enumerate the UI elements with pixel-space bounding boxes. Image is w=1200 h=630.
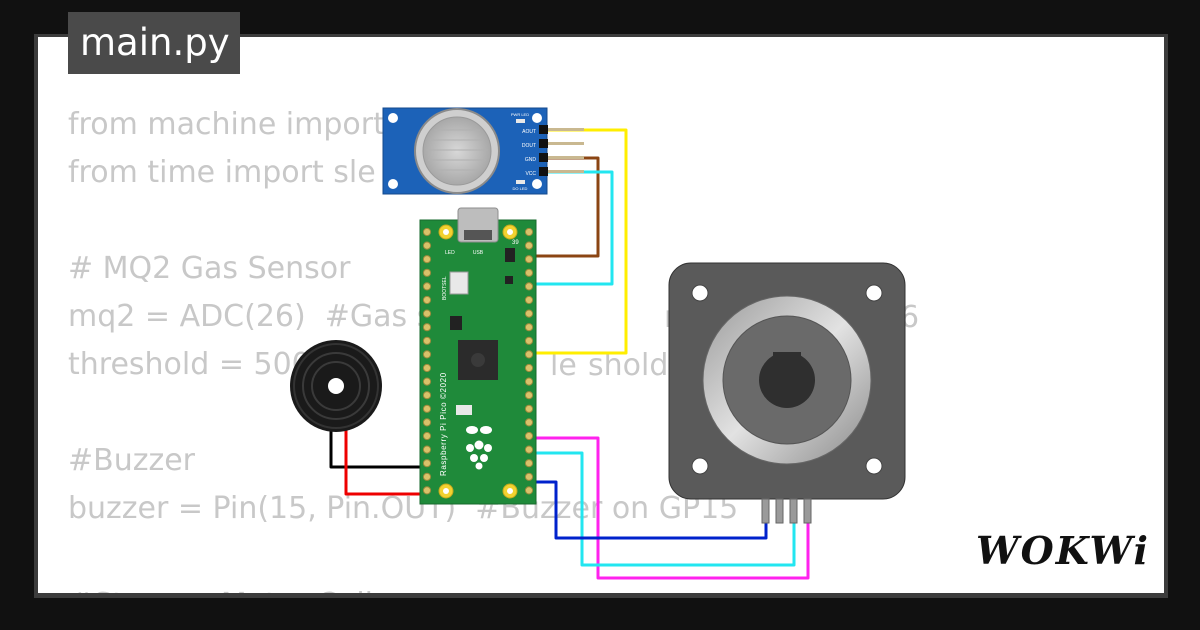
wire-blue[interactable] (522, 480, 768, 540)
wires (329, 128, 810, 580)
sensor-header (539, 125, 584, 176)
pico-pin[interactable] (524, 445, 534, 454)
motor-shaft (759, 352, 815, 408)
buzzer-hole (328, 378, 344, 394)
pico-pin[interactable] (422, 241, 432, 250)
pico-pin[interactable] (524, 350, 534, 359)
pico-pin[interactable] (524, 431, 534, 441)
pico-pin[interactable] (422, 323, 432, 332)
pico-pin[interactable] (422, 282, 432, 291)
pico-pin[interactable] (422, 377, 432, 386)
bootsel-button[interactable] (449, 271, 469, 295)
pico-pin[interactable] (524, 377, 534, 386)
mount-hole (388, 179, 398, 189)
motor-screw (691, 284, 709, 302)
pico-pin[interactable] (422, 472, 432, 481)
pico-pin[interactable] (422, 295, 432, 305)
do-led-label: DO LED (513, 186, 528, 191)
pico-pin[interactable] (524, 404, 534, 413)
pin-number-39: 39 (512, 240, 519, 246)
pin-label-dout: DOUT (522, 143, 536, 149)
pico-pin[interactable] (524, 336, 534, 345)
pico-pin[interactable] (524, 472, 534, 481)
pico-pin[interactable] (524, 295, 534, 305)
wire-magenta[interactable] (522, 436, 810, 580)
motor-screw (691, 457, 709, 475)
wire-black[interactable] (329, 430, 430, 469)
pwr-led-label: PWR LED (511, 112, 529, 117)
pico-pin-headers (422, 227, 534, 495)
mount-hole (532, 179, 542, 189)
pwr-led (516, 119, 525, 123)
pico-pin[interactable] (422, 391, 432, 400)
pico-pin[interactable] (524, 323, 534, 332)
pico-pin[interactable] (422, 445, 432, 454)
mount-hole (532, 113, 542, 123)
usb-label: USB (473, 250, 484, 256)
pico-pin[interactable] (524, 309, 534, 318)
pin-label-vcc: VCC (525, 171, 536, 177)
mount-hole (388, 113, 398, 123)
pico-pin[interactable] (422, 268, 432, 277)
code-line: from machine import (68, 107, 385, 142)
wire-yellow[interactable] (522, 128, 628, 355)
mq2-gas-sensor[interactable]: PWR LED DO LED AOUT DOUT GND VCC (382, 107, 584, 195)
pico-pin[interactable] (524, 391, 534, 400)
pico-pin[interactable] (524, 363, 534, 373)
raspberry-logo (466, 426, 492, 470)
pico-pin[interactable] (422, 227, 432, 237)
do-led (516, 180, 525, 184)
code-line: #Stepper Motor Coils (68, 581, 738, 593)
pico-pin[interactable] (524, 255, 534, 264)
code-line: from time import sle (68, 155, 376, 190)
pico-pin[interactable] (524, 241, 534, 250)
code-editor-background: from machine import from time import sle #… (68, 101, 738, 593)
stepper-motor[interactable] (668, 262, 906, 524)
pin-label-gnd: GND (525, 157, 537, 163)
pico-pin[interactable] (524, 459, 534, 468)
motor-screw (865, 284, 883, 302)
pico-pin[interactable] (422, 404, 432, 413)
code-line: mq2 = ADC(26) #Gas se (68, 299, 451, 334)
pico-pin[interactable] (422, 431, 432, 441)
motor-pins (761, 498, 812, 524)
pico-pin[interactable] (422, 255, 432, 264)
wire-cyan-motor[interactable] (522, 451, 796, 567)
buzzer[interactable] (290, 340, 382, 432)
wire-red[interactable] (344, 430, 430, 496)
pico-pin[interactable] (524, 418, 534, 427)
pico-pin[interactable] (422, 459, 432, 468)
code-line: # MQ2 Gas Sensor (68, 251, 351, 286)
wokwi-logo: WOKWi (976, 528, 1150, 573)
motor-screw (865, 457, 883, 475)
bootsel-label: BOOTSEL (442, 276, 448, 300)
pico-pin[interactable] (524, 282, 534, 291)
led-label: LED (445, 250, 455, 256)
board-silkscreen: Raspberry Pi Pico ©2020 (439, 372, 448, 476)
pico-pin[interactable] (422, 336, 432, 345)
pico-pin[interactable] (422, 350, 432, 359)
pico-pin[interactable] (422, 418, 432, 427)
file-tab-main-py[interactable]: main.py (68, 12, 240, 74)
code-line: threshold = 500 (68, 347, 311, 382)
pin-label-aout: AOUT (522, 129, 536, 135)
code-line: #Buzzer (68, 443, 196, 478)
pico-pin[interactable] (524, 268, 534, 277)
pico-pin[interactable] (422, 486, 432, 495)
pico-pin[interactable] (524, 486, 534, 495)
pico-pin[interactable] (422, 309, 432, 318)
pico-pin[interactable] (524, 227, 534, 237)
raspberry-pi-pico[interactable]: LED USB 39 BOOTSEL Raspberry Pi Pico ©20… (419, 207, 537, 505)
pico-pin[interactable] (422, 363, 432, 373)
